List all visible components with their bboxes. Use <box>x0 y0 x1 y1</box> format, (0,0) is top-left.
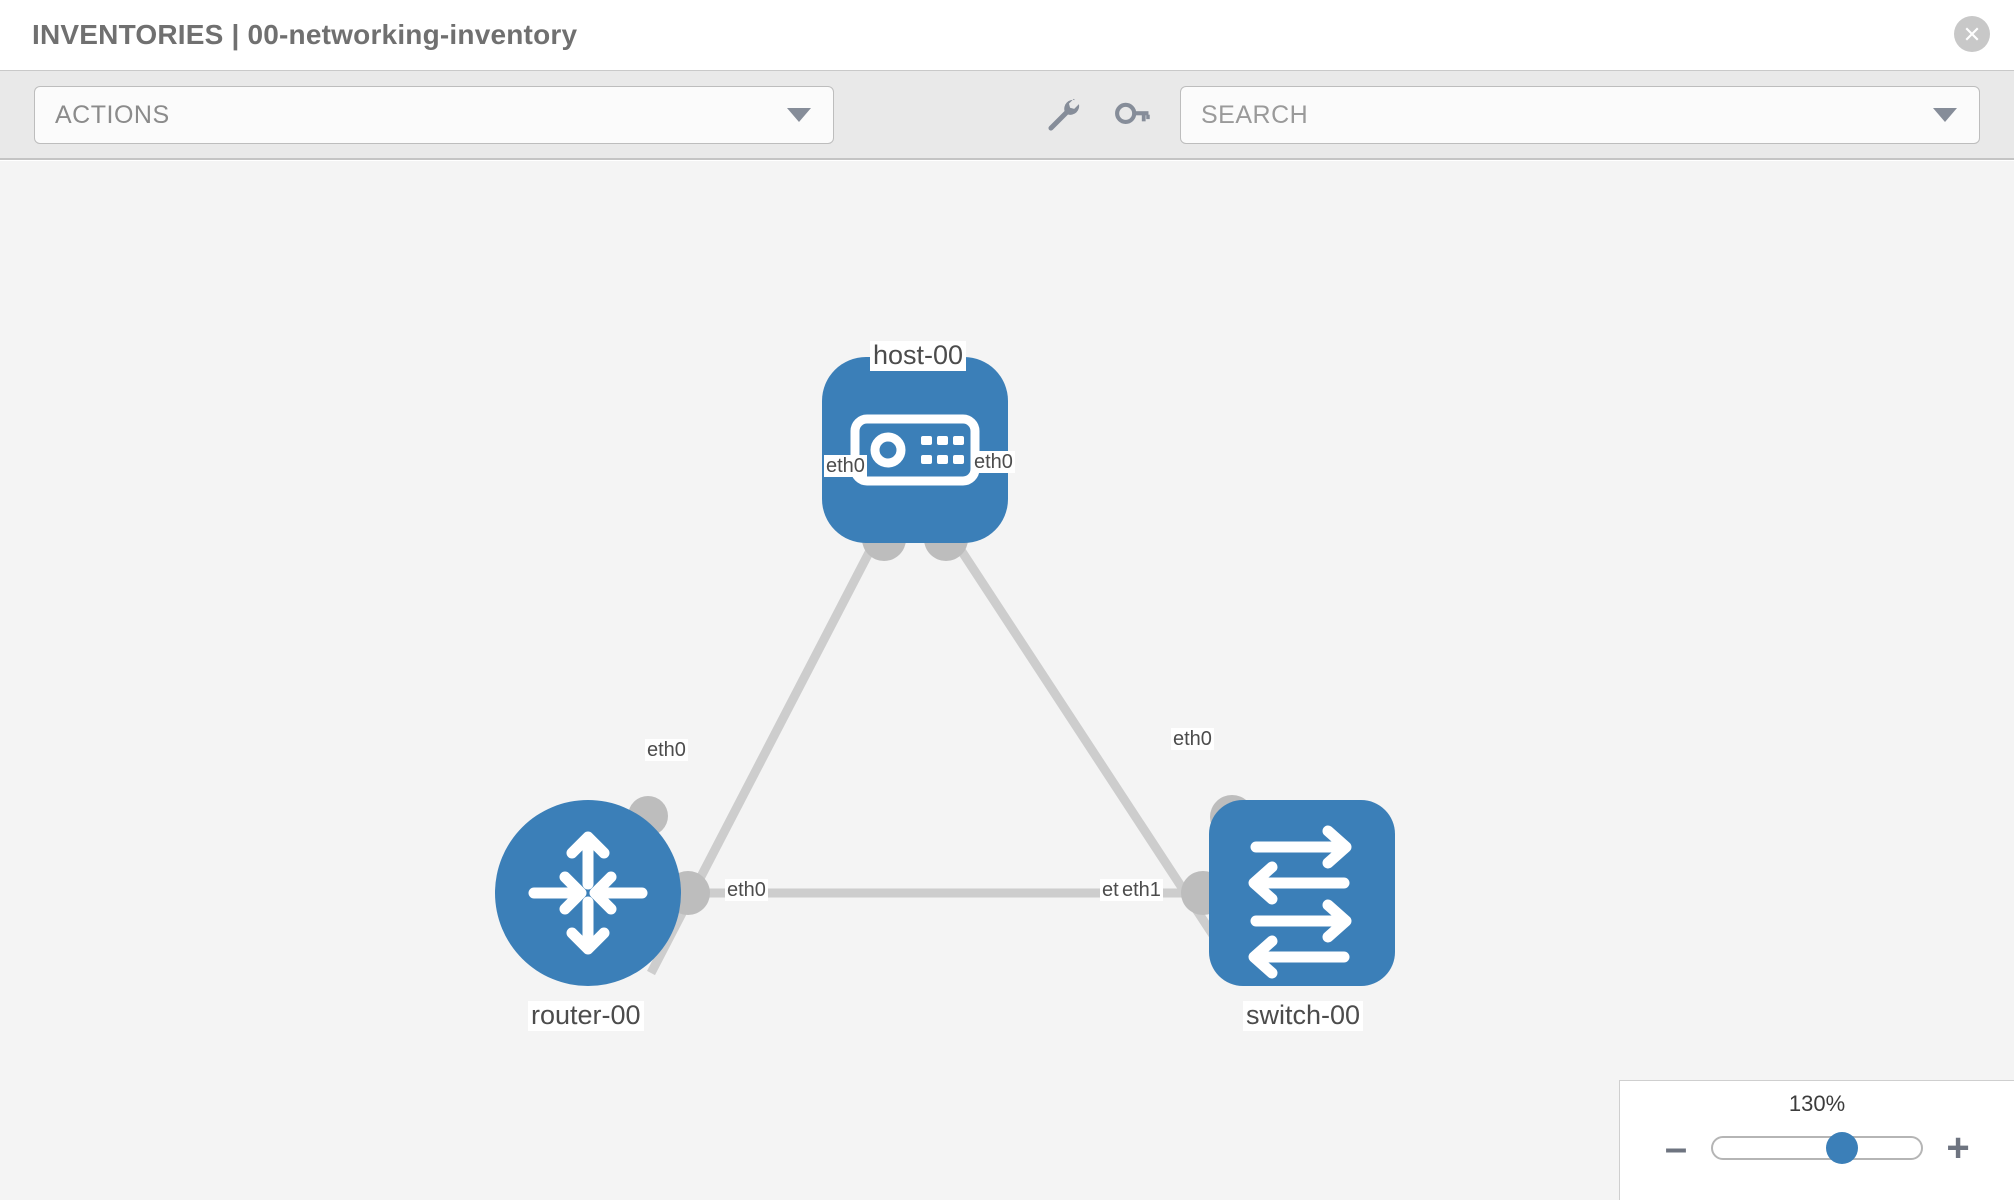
server-icon <box>850 414 980 486</box>
search-input[interactable]: SEARCH <box>1180 86 1980 144</box>
search-placeholder: SEARCH <box>1201 100 1309 129</box>
zoom-slider-thumb[interactable] <box>1825 1132 1858 1164</box>
node-label-router-00: router-00 <box>528 1000 644 1031</box>
toolbar: ACTIONS SEARCH <box>0 70 2014 160</box>
topology-graph <box>495 357 1395 986</box>
topology-links <box>647 538 1234 976</box>
node-label-host-00: host-00 <box>870 340 967 371</box>
iface-label-router00-uplink: eth0 <box>645 739 688 761</box>
node-host-00 <box>822 357 1008 543</box>
zoom-percent-label: 130% <box>1788 1091 1846 1116</box>
topology-canvas[interactable]: host-00 router-00 switch-00 eth0 eth0 et… <box>0 161 2014 1200</box>
node-router-00 <box>495 800 681 986</box>
iface-label-host00-right: eth0 <box>972 451 1015 473</box>
page-header: INVENTORIES | 00-networking-inventory <box>0 0 2014 70</box>
iface-label-host00-left: eth0 <box>824 455 867 477</box>
router-arrows-icon <box>528 831 648 955</box>
key-icon[interactable] <box>1110 93 1154 137</box>
node-label-switch-00: switch-00 <box>1243 1000 1364 1031</box>
zoom-control-panel: 130% – + <box>1619 1080 2014 1200</box>
close-icon[interactable] <box>1954 16 1990 52</box>
iface-label-router00-right: eth0 <box>725 879 768 901</box>
wrench-icon[interactable] <box>1040 93 1084 137</box>
chevron-down-icon <box>787 108 811 122</box>
page-title: INVENTORIES | 00-networking-inventory <box>32 19 578 50</box>
iface-label-switch00-uplink: eth0 <box>1171 728 1214 750</box>
zoom-slider[interactable] <box>1711 1132 1923 1164</box>
iface-label-switch00-left: eth1 <box>1120 879 1163 901</box>
zoom-slider-row: – + <box>1620 1126 2014 1170</box>
actions-dropdown[interactable]: ACTIONS <box>34 86 834 144</box>
switch-arrows-icon <box>1248 825 1352 979</box>
zoom-out-button[interactable]: – <box>1664 1126 1688 1170</box>
node-switch-00 <box>1209 800 1395 986</box>
chevron-down-icon <box>1933 108 1957 122</box>
actions-dropdown-label: ACTIONS <box>55 100 170 129</box>
zoom-in-button[interactable]: + <box>1946 1126 1970 1170</box>
